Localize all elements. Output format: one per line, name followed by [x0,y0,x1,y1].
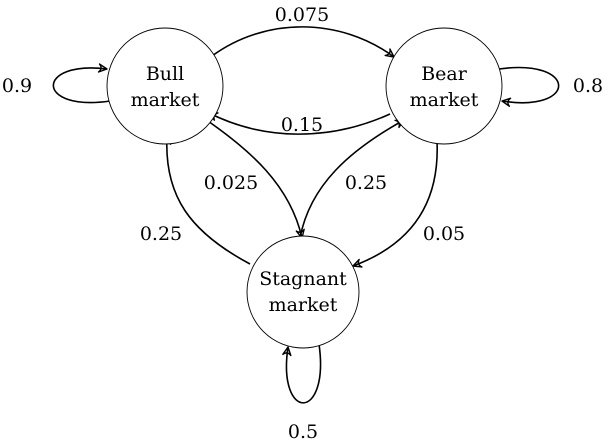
edge-bull-to-bear [211,26,395,58]
node-stagnant-line2: market [269,294,338,316]
node-bear-market: Bear market [385,27,503,145]
node-bull-line1: Bull [146,63,184,85]
label-bull-to-bull: 0.9 [2,75,32,97]
node-stagnant-market: Stagnant market [246,235,360,349]
node-bear-line1: Bear [421,63,468,85]
edge-bull-to-bull [52,63,111,104]
edge-stagnant-to-bear [299,119,405,239]
label-bear-to-bear: 0.8 [573,75,603,97]
label-stagnant-to-bull: 0.25 [140,223,182,245]
label-bull-to-stagnant: 0.025 [204,172,258,194]
label-bear-to-bull: 0.15 [281,114,323,136]
node-bull-market: Bull market [106,27,224,145]
edge-bear-to-bear [498,66,560,107]
label-stagnant-to-stagnant: 0.5 [288,421,318,443]
label-stagnant-to-bear: 0.25 [345,172,387,194]
edge-stagnant-to-stagnant [282,343,322,404]
label-bull-to-bear: 0.075 [275,4,329,26]
node-stagnant-line1: Stagnant [259,268,347,290]
label-bear-to-stagnant: 0.05 [423,223,465,245]
edge-stagnant-to-bull [161,135,251,265]
node-bear-line2: market [410,89,479,111]
node-bull-line2: market [131,89,200,111]
edge-bear-to-bull [208,112,391,135]
edge-bull-to-stagnant [204,118,305,239]
edge-bear-to-stagnant [352,140,438,268]
